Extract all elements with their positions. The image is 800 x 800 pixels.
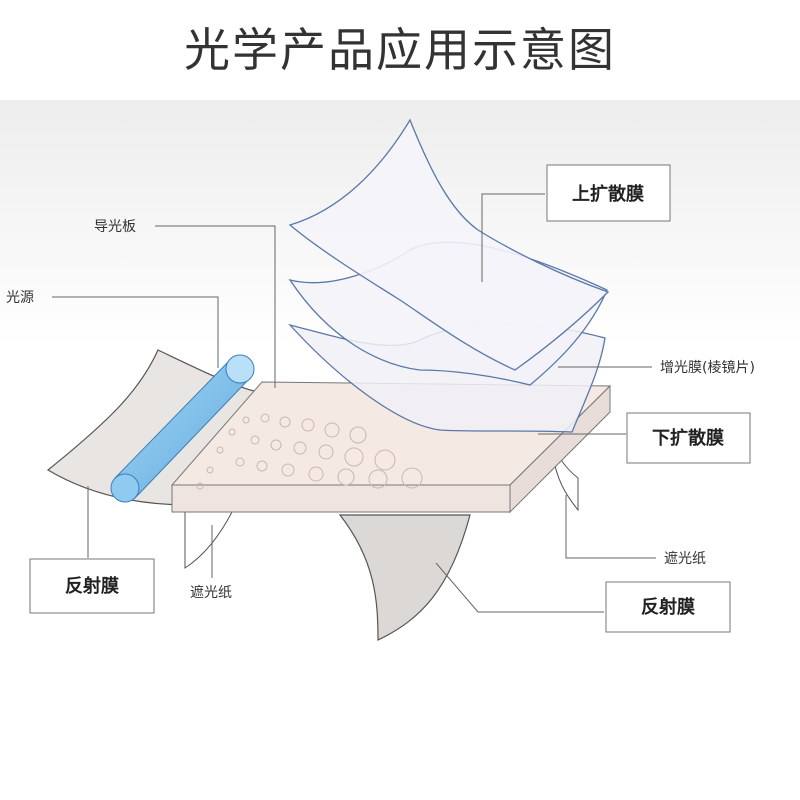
label-shading-paper-right: 遮光纸 [664,551,706,567]
label-reflector-right: 反射膜 [641,596,695,618]
box-reflector-left: 反射膜 [30,559,154,613]
label-upper-diffuser: 上扩散膜 [572,183,644,205]
diagram-title: 光学产品应用示意图 [0,10,800,90]
label-lower-diffuser: 下扩散膜 [652,427,724,449]
label-light-guide: 导光板 [94,219,136,235]
label-shading-paper-left: 遮光纸 [190,585,232,601]
optical-film-diagram: 导光板 光源 增光膜(棱镜片) 遮光纸 遮光纸 上扩散膜 下扩散膜 反射膜 反射… [0,100,800,800]
box-upper-diffuser: 上扩散膜 [547,165,670,221]
label-brightness-film: 增光膜(棱镜片) [660,360,755,376]
box-reflector-right: 反射膜 [606,582,730,632]
label-light-source: 光源 [6,290,34,306]
label-reflector-left: 反射膜 [65,575,119,597]
box-lower-diffuser: 下扩散膜 [627,413,750,463]
